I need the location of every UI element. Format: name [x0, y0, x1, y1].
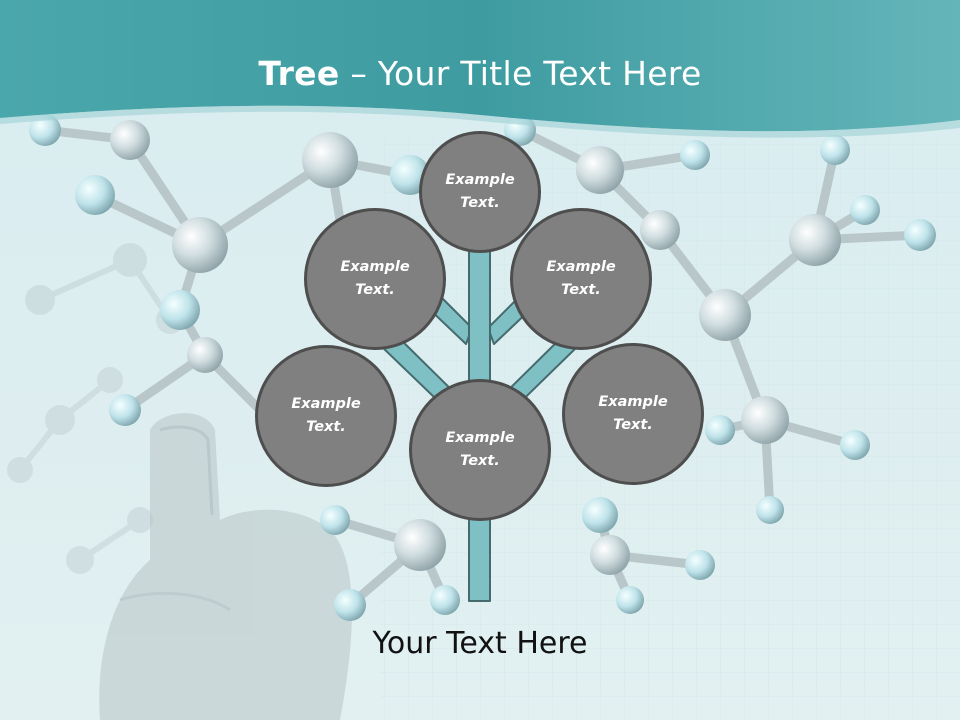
node-label: Example Text. [291, 396, 361, 435]
title-rest-part: – Your Title Text Here [339, 54, 702, 93]
node-label: Example Text. [598, 394, 668, 433]
header-banner [0, 0, 960, 132]
node-label: Example Text. [445, 172, 515, 211]
node-label: Example Text. [546, 259, 616, 298]
tree-node-lower-right: Example Text. [562, 343, 704, 485]
footer-text: Your Text Here [372, 626, 588, 661]
molecule-atoms [29, 114, 936, 621]
tree-node-upper-right: Example Text. [510, 208, 652, 350]
hand-illustration [99, 413, 352, 720]
node-label: Example Text. [445, 430, 515, 469]
title-bold-part: Tree [258, 54, 340, 93]
node-label: Example Text. [340, 259, 410, 298]
tree-node-upper-left: Example Text. [304, 208, 446, 350]
tree-node-center: Example Text. [409, 379, 551, 521]
tree-node-top: Example Text. [419, 131, 541, 253]
tree-node-lower-left: Example Text. [255, 345, 397, 487]
slide-title: Tree – Your Title Text Here [0, 52, 960, 96]
